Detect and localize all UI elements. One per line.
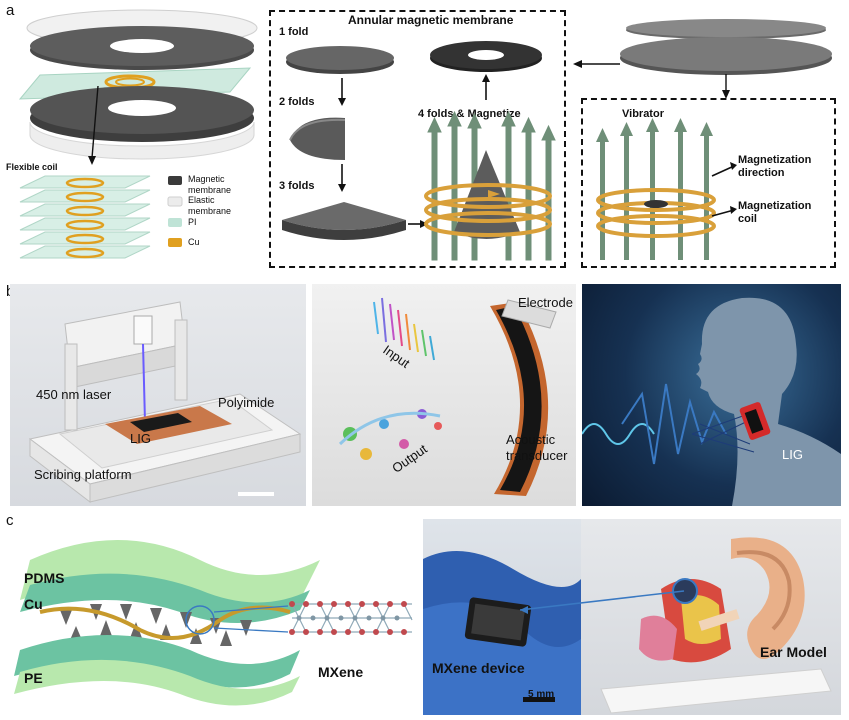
magnetization-coil-label: Magnetization coil [738, 200, 812, 225]
pe-label: PE [24, 670, 43, 686]
vibrator-label: Vibrator [622, 108, 664, 120]
mxene-label: MXene [318, 664, 364, 680]
electrode-label: Electrode [518, 295, 573, 310]
mxene-lattice [289, 601, 413, 635]
cu-label: Cu [24, 596, 43, 612]
annular-membrane-box [269, 10, 566, 268]
laser-label: 450 nm laser [36, 387, 112, 402]
acoustic-transducer-label: Acoustic transducer [506, 432, 568, 463]
neck-lig-label: LIG [782, 447, 803, 462]
fold-2-label: 2 folds [279, 96, 315, 108]
flexible-coil-label: Flexible coil [6, 162, 58, 172]
fold-3-label: 3 folds [279, 180, 315, 192]
scale-bar-label: 5 mm [528, 689, 555, 700]
polyimide-label: Polyimide [218, 395, 275, 410]
ear-model-photo [581, 519, 841, 715]
ear-model-label: Ear Model [760, 644, 827, 660]
legend-elastic-membrane: Elastic membrane [188, 195, 232, 216]
acoustic-transducer-image [312, 284, 576, 506]
panel-a-letter: a [6, 2, 15, 19]
lig-label: LIG [130, 431, 151, 446]
legend-cu: Cu [188, 237, 200, 247]
neck-illustration-image [582, 284, 841, 506]
legend-pi: PI [188, 217, 197, 227]
annular-membrane-title: Annular magnetic membrane [348, 13, 514, 27]
laser-platform-image [10, 284, 306, 506]
flexible-coil-stack [19, 175, 151, 259]
fold-4-label: 4 folds & Magnetize [418, 108, 521, 120]
legend-magnetic-membrane: Magnetic membrane [188, 174, 232, 195]
scribing-platform-label: Scribing platform [34, 467, 132, 482]
panel-c-letter: c [6, 512, 14, 529]
pdms-label: PDMS [24, 570, 65, 586]
fold-1-label: 1 fold [279, 26, 309, 38]
vibrator-box [581, 98, 836, 268]
magnetization-direction-label: Magnetization direction [738, 154, 812, 179]
mxene-device-photo [423, 519, 581, 715]
mxene-device-label: MXene device [432, 660, 525, 676]
